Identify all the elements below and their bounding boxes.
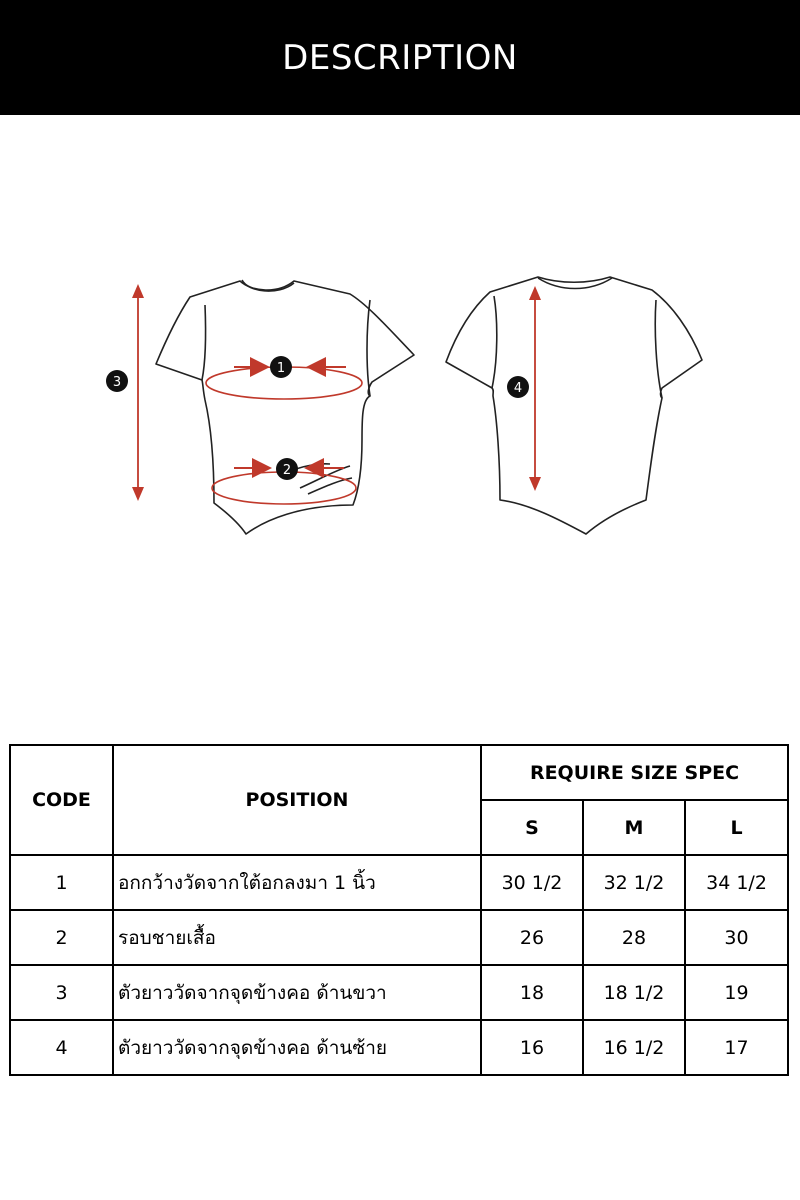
marker-4: 4 [507,376,529,398]
size-l-cell: 30 [683,909,790,966]
size-m-cell: 32 1/2 [582,854,686,911]
marker-2-label: 2 [283,463,291,478]
code-header: CODE [9,744,114,856]
code-cell: 1 [9,854,114,911]
size-l-header: L [683,799,790,856]
page-title: DESCRIPTION [282,37,518,78]
size-m-cell: 18 1/2 [582,964,686,1021]
back-tshirt [445,276,703,535]
table-header-row: CODE POSITION REQUIRE SIZE SPEC [9,744,790,856]
position-header: POSITION [112,744,482,856]
size-spec-header: REQUIRE SIZE SPEC [479,744,790,801]
size-m-cell: 28 [582,909,686,966]
table-row: 4 ตัวยาววัดจากจุดข้างคอ ด้านซ้าย 16 16 1… [9,1019,790,1076]
code-cell: 4 [9,1019,114,1076]
marker-2: 2 [276,458,298,480]
front-length-arrow-bottom [132,487,144,501]
garment-diagram: 1 2 3 4 [0,240,800,560]
front-tshirt [155,279,415,535]
marker-4-label: 4 [514,381,522,396]
position-cell: ตัวยาววัดจากจุดข้างคอ ด้านซ้าย [112,1019,482,1076]
table-row: 3 ตัวยาววัดจากจุดข้างคอ ด้านขวา 18 18 1/… [9,964,790,1021]
size-s-header: S [480,799,584,856]
marker-1: 1 [270,356,292,378]
position-cell: รอบชายเสื้อ [112,909,482,966]
table-row: 1 อกกว้างวัดจากใต้อกลงมา 1 นิ้ว 30 1/2 3… [9,854,790,911]
size-l-cell: 17 [683,1019,790,1076]
marker-3: 3 [106,370,128,392]
back-length-arrow-bottom [529,477,541,491]
table-row: 2 รอบชายเสื้อ 26 28 30 [9,909,790,966]
size-l-cell: 34 1/2 [683,854,790,911]
back-length-arrow-top [529,286,541,300]
size-s-cell: 30 1/2 [480,854,584,911]
size-m-cell: 16 1/2 [582,1019,686,1076]
marker-1-label: 1 [277,361,285,376]
size-spec-table: CODE POSITION REQUIRE SIZE SPEC S M L 1 … [9,744,790,1076]
size-m-header: M [582,799,686,856]
size-l-cell: 19 [683,964,790,1021]
position-cell: ตัวยาววัดจากจุดข้างคอ ด้านขวา [112,964,482,1021]
marker-3-label: 3 [113,375,121,390]
position-cell: อกกว้างวัดจากใต้อกลงมา 1 นิ้ว [112,854,482,911]
size-s-cell: 18 [480,964,584,1021]
code-cell: 3 [9,964,114,1021]
size-s-cell: 26 [480,909,584,966]
front-length-arrow-top [132,284,144,298]
size-s-cell: 16 [480,1019,584,1076]
header-bar: DESCRIPTION [0,0,800,115]
tshirt-illustration: 1 2 3 4 [106,276,703,535]
table-size-header-row: S M L [10,799,790,856]
code-cell: 2 [9,909,114,966]
